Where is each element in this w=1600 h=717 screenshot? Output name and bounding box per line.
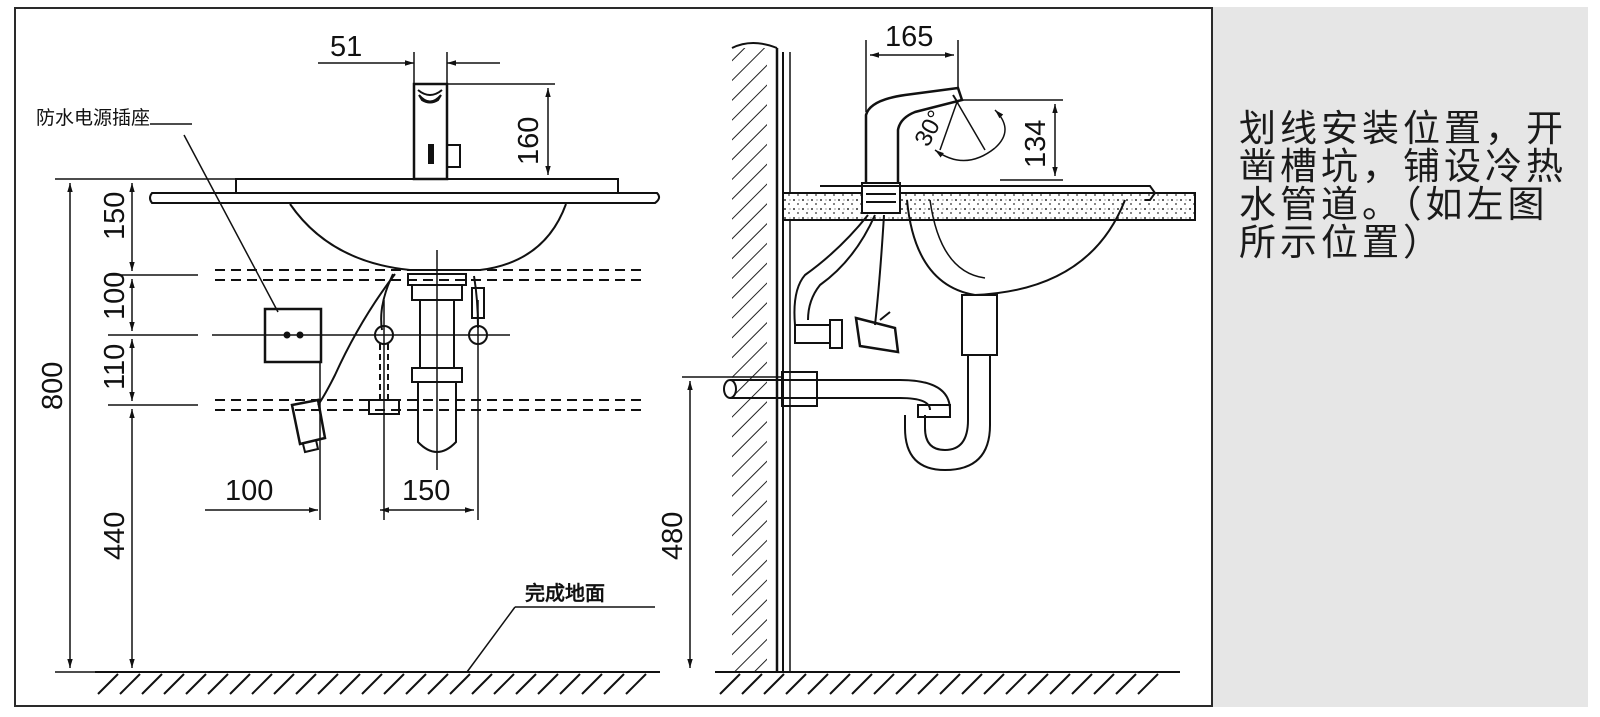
side-view bbox=[682, 40, 1196, 695]
dim-drain-height: 480 bbox=[657, 512, 689, 560]
dim-socket-offset: 100 bbox=[225, 475, 273, 507]
floor-hatch-front bbox=[97, 673, 647, 695]
label-finished-floor: 完成地面 bbox=[525, 581, 605, 605]
dim-spout-height: 134 bbox=[1020, 120, 1052, 168]
label-waterproof-socket: 防水电源插座 bbox=[36, 107, 150, 129]
dim-faucet-height: 160 bbox=[513, 117, 545, 165]
dim-socket-to-lower-pipe: 110 bbox=[99, 344, 131, 390]
installation-diagram: 51 160 150 100 110 800 440 100 150 防水电源插… bbox=[36, 21, 1196, 695]
dim-upper-to-socket: 100 bbox=[99, 272, 131, 320]
front-view bbox=[55, 52, 661, 695]
instruction-panel: 划线安装位置，开凿槽坑，铺设冷热水管道。（如左图所示位置） bbox=[1211, 7, 1588, 707]
dim-spout-width: 51 bbox=[330, 31, 362, 63]
dim-inlet-spacing: 150 bbox=[402, 475, 450, 507]
dim-lower-pipe-height: 440 bbox=[99, 512, 131, 560]
dim-rim-to-upper-pipe: 150 bbox=[99, 192, 131, 240]
dim-spout-reach: 165 bbox=[885, 21, 933, 53]
instruction-text: 划线安装位置，开凿槽坑，铺设冷热水管道。（如左图所示位置） bbox=[1239, 107, 1567, 264]
floor-hatch-side bbox=[719, 673, 1159, 695]
dim-total-height: 800 bbox=[37, 362, 69, 410]
